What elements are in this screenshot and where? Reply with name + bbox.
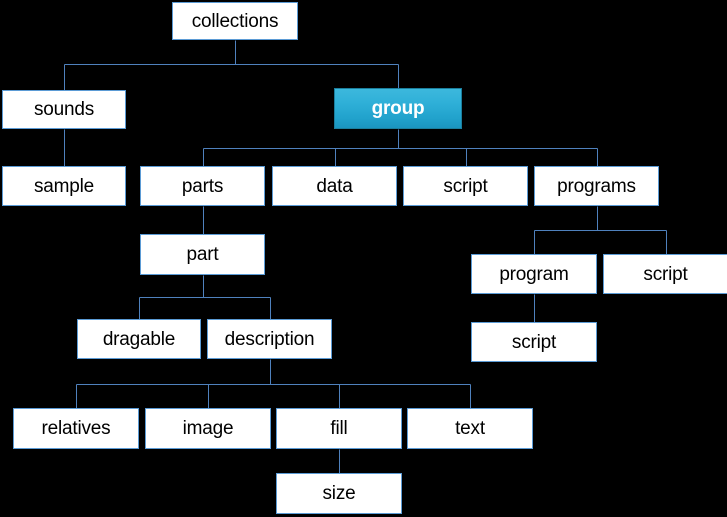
node-group[interactable]: group xyxy=(334,88,462,129)
node-text[interactable]: text xyxy=(407,408,533,449)
node-label-script-pgm: script xyxy=(511,331,557,353)
node-programs[interactable]: programs xyxy=(534,166,659,206)
node-label-sounds: sounds xyxy=(33,99,95,120)
node-sounds[interactable]: sounds xyxy=(2,90,126,129)
node-script-grp[interactable]: script xyxy=(403,166,528,206)
node-label-text: text xyxy=(455,418,485,439)
node-label-size: size xyxy=(322,483,356,504)
node-label-relatives: relatives xyxy=(41,418,111,439)
node-size[interactable]: size xyxy=(276,473,402,514)
node-label-script-grp: script xyxy=(443,175,488,197)
node-label-collections: collections xyxy=(191,10,279,32)
node-fill[interactable]: fill xyxy=(276,408,402,449)
node-label-part: part xyxy=(186,244,219,265)
node-label-program: program xyxy=(499,263,569,285)
node-description[interactable]: description xyxy=(207,319,332,359)
node-label-group: group xyxy=(371,98,425,119)
node-dragable[interactable]: dragable xyxy=(77,319,201,359)
node-collections[interactable]: collections xyxy=(172,2,298,40)
node-script-pgms[interactable]: script xyxy=(603,254,727,294)
node-label-description: description xyxy=(224,328,315,350)
node-label-sample: sample xyxy=(33,175,95,197)
node-relatives[interactable]: relatives xyxy=(13,408,139,449)
node-program[interactable]: program xyxy=(471,254,597,294)
node-data[interactable]: data xyxy=(272,166,397,206)
node-label-fill: fill xyxy=(330,418,348,439)
node-part[interactable]: part xyxy=(140,234,265,275)
node-image[interactable]: image xyxy=(145,408,271,449)
node-label-parts: parts xyxy=(181,175,224,197)
node-label-script-pgms: script xyxy=(643,263,688,285)
node-label-programs: programs xyxy=(557,175,636,197)
node-label-data: data xyxy=(316,175,353,197)
node-label-image: image xyxy=(182,418,234,439)
node-sample[interactable]: sample xyxy=(2,166,126,206)
node-parts[interactable]: parts xyxy=(140,166,265,206)
node-script-pgm[interactable]: script xyxy=(471,322,597,362)
node-label-dragable: dragable xyxy=(102,328,176,350)
